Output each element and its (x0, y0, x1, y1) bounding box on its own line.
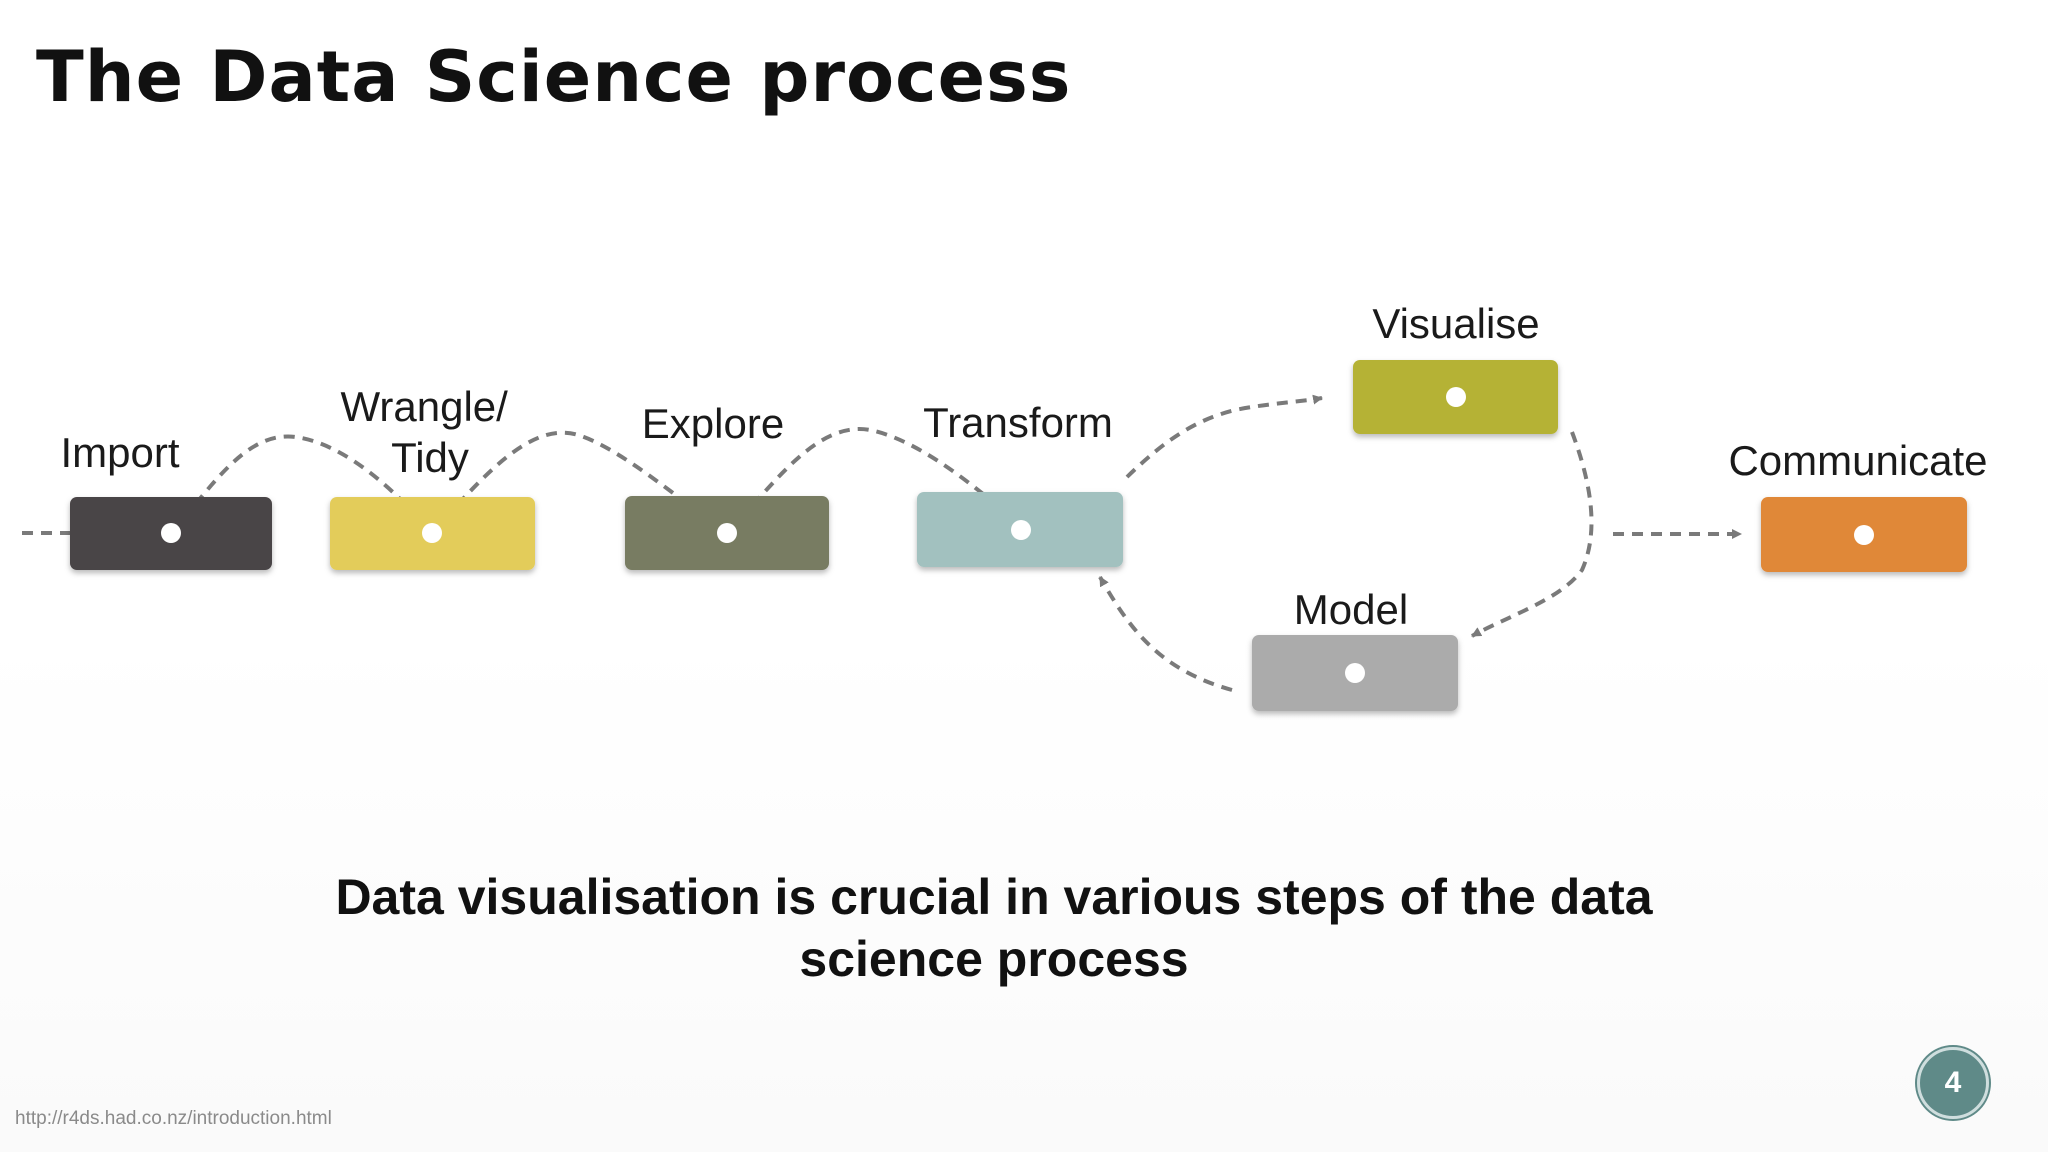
slide-caption: Data visualisation is crucial in various… (244, 866, 1744, 990)
node-import: Import (60, 429, 272, 570)
node-communicate-dot (1854, 525, 1874, 545)
node-visualise-label: Visualise (1372, 300, 1539, 347)
node-visualise: Visualise (1353, 300, 1558, 434)
node-wrangle: Wrangle/ Tidy (330, 383, 535, 570)
node-import-label: Import (60, 429, 179, 476)
page-number: 4 (1944, 1066, 1962, 1099)
node-explore: Explore (625, 400, 829, 570)
node-visualise-dot (1446, 387, 1466, 407)
connector-model-transform (1098, 576, 1233, 692)
node-import-dot (161, 523, 181, 543)
node-communicate-label: Communicate (1728, 437, 1987, 484)
node-transform-dot (1011, 520, 1031, 540)
source-link[interactable]: http://r4ds.had.co.nz/introduction.html (15, 1108, 332, 1129)
connector-transform-visualise (1125, 394, 1323, 479)
slide-title: The Data Science process (36, 36, 1072, 118)
page-number-badge: 4 (1917, 1047, 1989, 1119)
node-model-label: Model (1294, 586, 1408, 633)
node-explore-dot (717, 523, 737, 543)
node-transform-label: Transform (923, 399, 1113, 446)
node-wrangle-dot (422, 523, 442, 543)
node-explore-label: Explore (642, 400, 784, 447)
node-transform: Transform (917, 399, 1123, 567)
caption-line-1: Data visualisation is crucial in various… (335, 869, 1653, 925)
node-communicate: Communicate (1728, 437, 1988, 572)
node-model: Model (1252, 586, 1458, 711)
connector-visualise-model (1471, 431, 1594, 638)
connector-explore-transform (725, 427, 1024, 535)
node-model-dot (1345, 663, 1365, 683)
caption-line-2: science process (799, 931, 1189, 987)
connector-wrangle-explore (430, 430, 729, 535)
node-wrangle-label: Wrangle/ Tidy (341, 383, 520, 481)
